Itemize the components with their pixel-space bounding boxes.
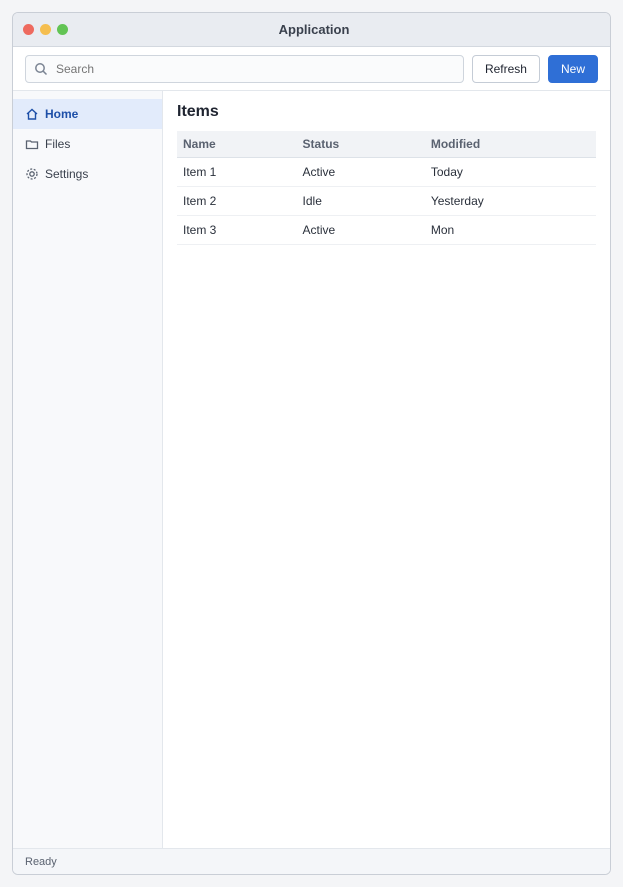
sidebar-item-label: Files	[45, 137, 71, 151]
status-bar: Ready	[13, 848, 610, 874]
column-header[interactable]: Modified	[424, 131, 596, 158]
search-box[interactable]	[25, 54, 464, 83]
table-cell: Today	[424, 157, 596, 187]
minimize-window-button[interactable]	[40, 24, 51, 35]
table-cell: Item 3	[177, 215, 297, 245]
table-cell: Mon	[424, 215, 596, 245]
items-table: Name Status Modified Item 1 Active Today…	[177, 131, 596, 245]
folder-icon	[25, 140, 39, 150]
table-row[interactable]: Item 2 Idle Yesterday	[177, 186, 596, 216]
refresh-button[interactable]: Refresh	[471, 54, 540, 83]
sidebar-item-label: Home	[45, 107, 79, 121]
sidebar-item-files[interactable]: Files	[13, 129, 162, 159]
main-panel: Items Name Status Modified Item 1 Active…	[163, 91, 610, 848]
status-text: Ready	[25, 855, 57, 868]
sidebar-item-settings[interactable]: Settings	[13, 159, 162, 189]
table-row[interactable]: Item 3 Active Mon	[177, 215, 596, 245]
app-window: Application Refresh New Home	[12, 12, 611, 875]
toolbar: Refresh New	[13, 47, 610, 91]
table-header-row: Name Status Modified	[177, 131, 596, 158]
window-title: Application	[278, 22, 350, 37]
column-header[interactable]: Status	[296, 131, 425, 158]
search-icon	[35, 62, 48, 75]
table-row[interactable]: Item 1 Active Today	[177, 157, 596, 187]
column-header[interactable]: Name	[177, 131, 297, 158]
gear-icon	[26, 168, 38, 180]
maximize-window-button[interactable]	[57, 24, 68, 35]
table-cell: Active	[296, 215, 425, 245]
table-cell: Active	[296, 157, 425, 187]
page-title: Items	[177, 103, 219, 120]
home-icon	[26, 108, 38, 120]
title-bar: Application	[13, 13, 610, 47]
new-button[interactable]: New	[547, 54, 598, 83]
content-area: Home Files Settings Items	[13, 91, 610, 848]
window-controls	[23, 24, 68, 35]
sidebar-item-home[interactable]: Home	[13, 99, 162, 129]
table-cell: Yesterday	[424, 186, 596, 216]
sidebar-item-label: Settings	[45, 167, 89, 181]
table-cell: Idle	[296, 186, 425, 216]
search-input[interactable]	[54, 60, 455, 77]
table-cell: Item 2	[177, 186, 297, 216]
table-cell: Item 1	[177, 157, 297, 187]
close-window-button[interactable]	[23, 24, 34, 35]
sidebar: Home Files Settings	[13, 91, 163, 848]
